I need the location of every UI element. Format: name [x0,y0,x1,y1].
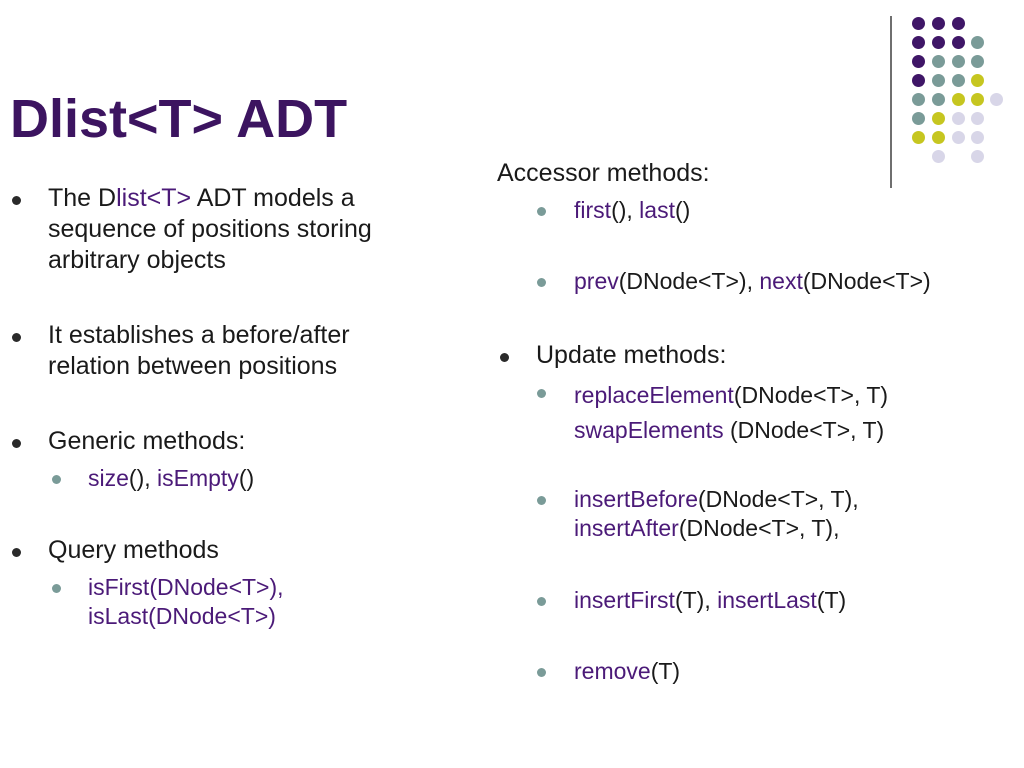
decorative-dot [932,112,945,125]
bullet-icon [12,333,21,342]
sub-bullet-icon [52,475,61,484]
decorative-dot-grid [0,0,1024,200]
text: (T) [816,587,847,613]
update-insert-before-after: insertBefore(DNode<T>, T), insertAfter(D… [574,485,859,543]
text: isLast(DNode<T>) [88,603,276,629]
decorative-dot [932,93,945,106]
bullet-before-after: It establishes a before/after relation b… [48,320,350,382]
bullet-generic-methods: Generic methods: [48,427,246,455]
text: (T), [674,587,718,613]
decorative-dot [932,150,945,163]
decorative-dot [971,112,984,125]
decorative-dot [952,112,965,125]
text: (DNode<T>) [802,268,931,294]
decorative-dot [952,55,965,68]
sub-bullet-icon [537,496,546,505]
text: (DNode<T>, T) [733,382,889,408]
bullet-query-methods: Query methods [48,536,219,564]
decorative-dot [932,36,945,49]
text: (DNode<T>, T), [678,515,840,541]
update-remove: remove(T) [574,657,680,686]
text: (), [611,197,640,223]
method-name: insertBefore [574,486,699,512]
text: (), [128,465,158,491]
accessor-methods-heading: Accessor methods: [497,159,710,187]
accessor-prev-next: prev(DNode<T>), next(DNode<T>) [574,267,931,296]
text: (DNode<T>, T), [698,486,859,512]
decorative-dot [912,131,925,144]
text: It establishes a before/after [48,321,350,349]
bullet-dlist-description: The Dlist<T> ADT models a sequence of po… [48,183,372,276]
method-name: insertAfter [574,515,679,541]
decorative-dot [952,17,965,30]
method-name: next [759,268,803,294]
decorative-dot [932,74,945,87]
sub-bullet-icon [537,389,546,398]
text-accent: list<T> [116,184,192,212]
bullet-icon [500,353,509,362]
method-name: isEmpty [157,465,239,491]
sub-bullet-icon [537,207,546,216]
decorative-dot [912,112,925,125]
method-name: insertFirst [574,587,675,613]
text: () [674,197,691,223]
decorative-dot [952,36,965,49]
decorative-dot [912,17,925,30]
bullet-icon [12,548,21,557]
decorative-dot [932,17,945,30]
text: () [238,465,255,491]
update-insert-first-last: insertFirst(T), insertLast(T) [574,586,846,615]
decorative-dot [932,131,945,144]
method-name: insertLast [717,587,817,613]
update-replace-swap: replaceElement(DNode<T>, T) swapElements… [574,378,888,448]
text: (DNode<T>), [618,268,760,294]
method-name: replaceElement [574,382,734,408]
decorative-dot [971,74,984,87]
sub-bullet-query: isFirst(DNode<T>), isLast(DNode<T>) [88,573,284,631]
decorative-dot [971,93,984,106]
method-name: swapElements [574,417,724,443]
method-name: prev [574,268,619,294]
sub-bullet-icon [537,597,546,606]
decorative-divider-line [890,16,892,188]
decorative-dot [971,36,984,49]
text: sequence of positions storing [48,215,372,243]
text: The D [48,184,117,212]
bullet-icon [12,439,21,448]
text: relation between positions [48,352,338,380]
decorative-dot [912,74,925,87]
method-name: last [639,197,675,223]
update-methods-heading: Update methods: [536,341,727,369]
decorative-dot [912,55,925,68]
text: ADT models a [191,184,355,212]
decorative-dot [952,74,965,87]
decorative-dot [971,131,984,144]
text: (T) [650,658,681,684]
decorative-dot [912,93,925,106]
accessor-first-last: first(), last() [574,196,690,225]
text: arbitrary objects [48,246,226,274]
sub-bullet-icon [537,668,546,677]
text: (DNode<T>, T) [723,417,885,443]
text: isFirst(DNode<T>), [88,574,284,600]
decorative-dot [912,36,925,49]
decorative-dot [952,131,965,144]
method-name: first [574,197,612,223]
slide-title: Dlist<T> ADT [10,89,348,149]
sub-bullet-generic: size(), isEmpty() [88,464,254,493]
decorative-dot [971,55,984,68]
decorative-dot [990,93,1003,106]
method-name: size [88,465,129,491]
bullet-icon [12,196,21,205]
decorative-dot [971,150,984,163]
sub-bullet-icon [52,584,61,593]
decorative-dot [932,55,945,68]
decorative-dot [952,93,965,106]
method-name: remove [574,658,651,684]
sub-bullet-icon [537,278,546,287]
